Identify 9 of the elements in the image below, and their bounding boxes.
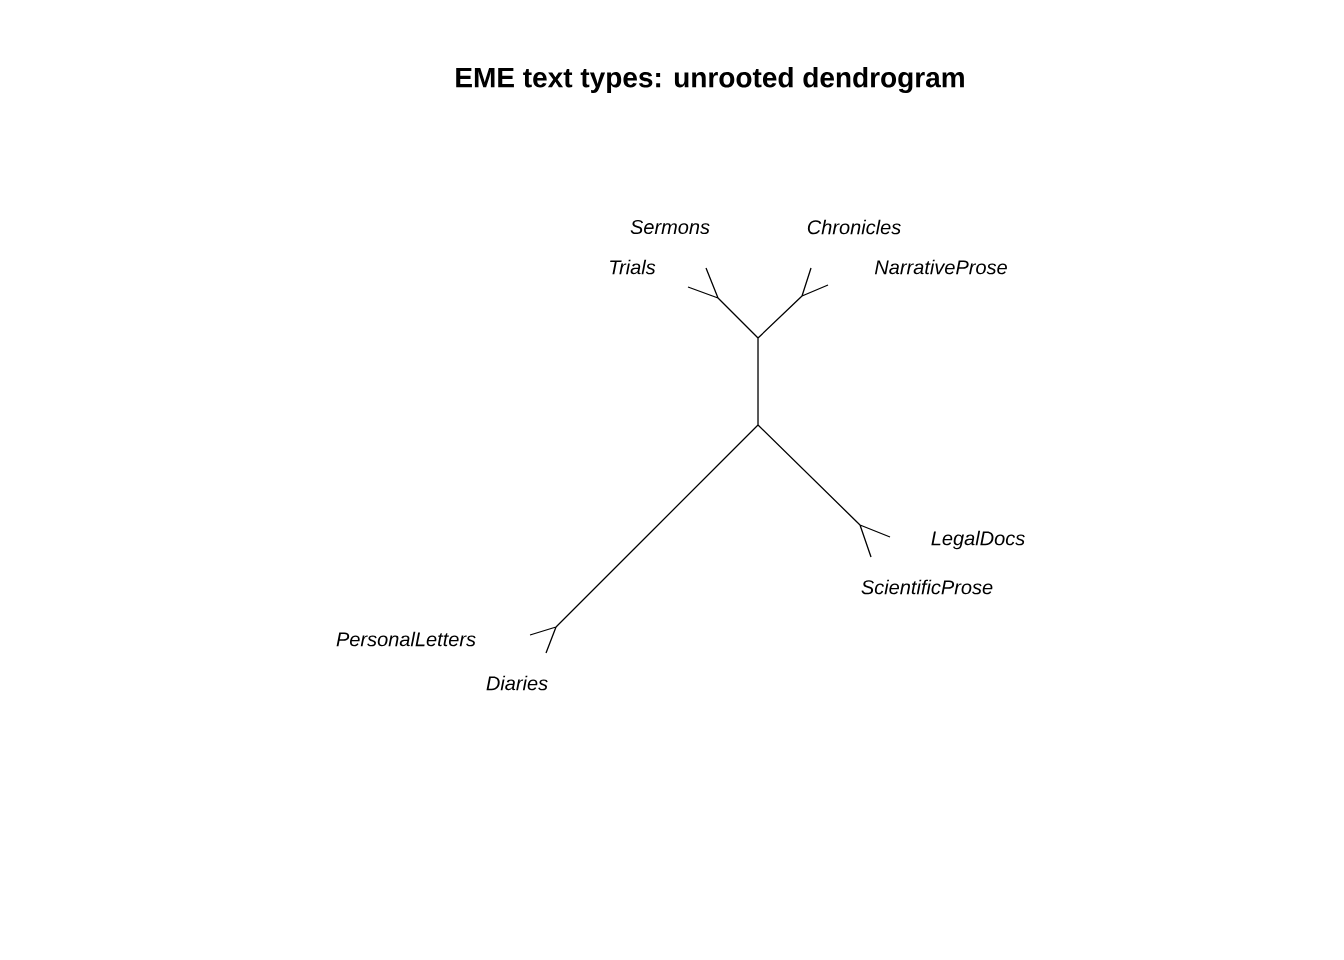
leaf-label: Trials: [610, 259, 656, 275]
leaf-label: Diaries: [486, 675, 548, 691]
leaf-label: ScientificProse: [861, 579, 993, 595]
leaf-label: NarrativeProse: [874, 259, 1007, 275]
chart-title: EME text types: unrooted dendrogram: [456, 66, 964, 94]
leaf-label: Chronicles: [807, 219, 901, 235]
leaf-label: Sermons: [630, 219, 710, 235]
leaf-label: LegalDocs: [931, 530, 1025, 550]
leaf-label: PersonalLetters: [336, 631, 476, 647]
